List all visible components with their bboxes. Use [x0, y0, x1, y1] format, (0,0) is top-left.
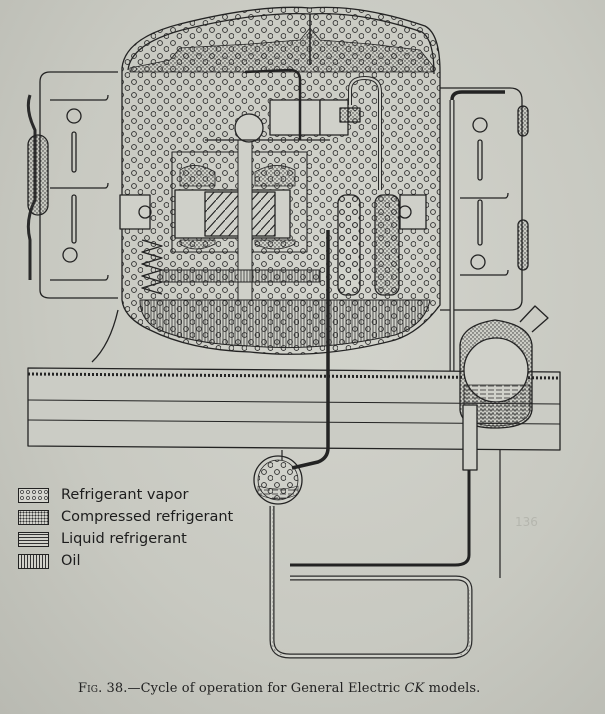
legend-item-oil: Oil	[18, 550, 233, 572]
horizontal-dashes-swatch-icon	[18, 531, 49, 547]
figure-number: Fig. 38.	[78, 681, 128, 696]
legend-label: Liquid refrigerant	[61, 531, 187, 547]
left-condenser	[39, 71, 118, 299]
legend-item-compressed: Compressed refrigerant	[18, 506, 233, 528]
vertical-lines-swatch-icon	[18, 553, 49, 569]
legend-item-liquid: Liquid refrigerant	[18, 528, 233, 550]
caption-model: CK	[404, 681, 425, 696]
right-condenser	[440, 87, 523, 311]
oil-sump	[139, 299, 431, 349]
mount-spring	[141, 239, 163, 295]
legend-label: Compressed refrigerant	[61, 509, 234, 525]
legend-item-vapor: Refrigerant vapor	[18, 484, 233, 506]
open-circles-swatch-icon	[18, 487, 49, 503]
legend: Refrigerant vapor Compressed refrigerant…	[18, 484, 233, 572]
faint-page-number: 136	[515, 515, 538, 529]
figure-caption: Fig. 38.—Cycle of operation for General …	[78, 681, 480, 696]
caption-text: —Cycle of operation for General Electric	[127, 681, 405, 696]
caption-suffix: models.	[424, 681, 481, 696]
legend-label: Oil	[61, 553, 81, 569]
fine-dots-swatch-icon	[18, 509, 49, 525]
evaporator-coil	[269, 506, 473, 659]
legend-label: Refrigerant vapor	[61, 487, 189, 503]
